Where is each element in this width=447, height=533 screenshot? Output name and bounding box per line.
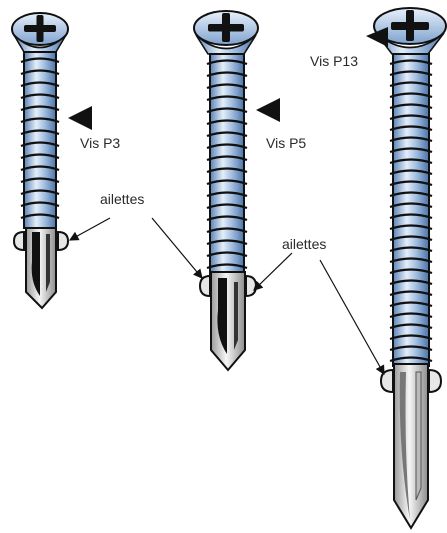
arrow-ailettes-p13 (320, 260, 384, 374)
wing-right-p13 (429, 370, 441, 392)
wing-left-p5 (200, 276, 210, 296)
arrow-ailettes-p3 (70, 218, 110, 240)
wing-left-p13 (381, 370, 393, 392)
label-vis-p3: Vis P3 (80, 135, 120, 151)
screw-p3 (12, 13, 92, 308)
screw-p13 (366, 8, 446, 528)
pointer-p5-icon (256, 98, 280, 122)
wing-right-p5 (246, 276, 256, 296)
arrow-ailettes-p5-right (254, 253, 292, 290)
label-vis-p13: Vis P13 (310, 53, 358, 69)
label-ailettes-right: ailettes (282, 236, 326, 252)
pointer-p3-icon (68, 106, 92, 130)
screw-p5 (194, 11, 280, 370)
label-ailettes-left: ailettes (100, 191, 144, 207)
wing-left-p3 (14, 232, 24, 250)
arrow-ailettes-p5-left (152, 218, 202, 278)
wing-right-p3 (58, 232, 68, 250)
label-vis-p5: Vis P5 (266, 135, 306, 151)
